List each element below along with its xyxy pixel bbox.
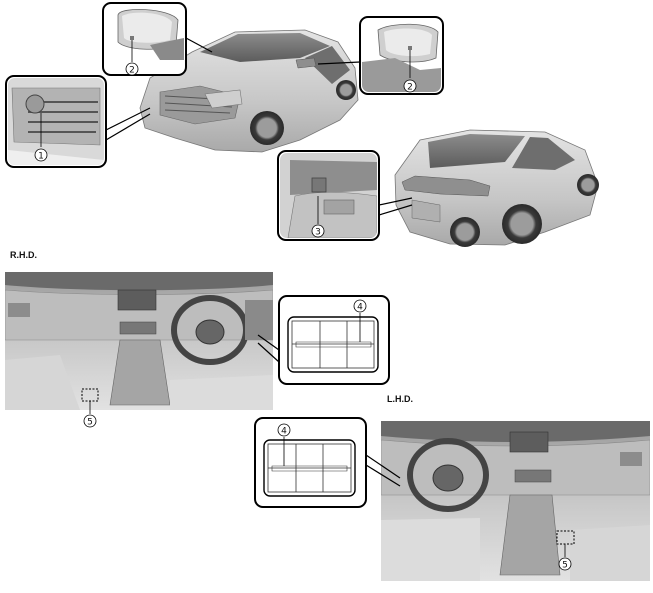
rhd-label: R.H.D. [10,250,37,260]
callout-number-5-rhd: 5 [87,418,93,428]
callout-box-windshield-lhd: 4 [254,417,367,508]
sensor-location-marker [556,530,575,545]
leader-line [105,107,151,131]
leader-line [317,61,361,65]
lhd-label: L.H.D. [387,394,413,404]
leader-line [257,334,280,351]
callout-box-windshield-rhd: 4 [278,295,390,385]
callout-number-2-right: 2 [407,83,413,93]
callout-number-1: 1 [38,152,44,162]
callout-number-4-rhd: 4 [357,303,363,313]
callout-number-5-lhd: 5 [562,561,568,571]
leader-line [378,204,413,216]
callout-box-mirror-left: 2 [102,2,187,76]
rhd-interior-illustration: 5 [5,272,273,428]
leader-line [185,37,213,53]
front-car-illustration [139,29,359,153]
lhd-interior-illustration: 5 [381,421,650,581]
leader-line [365,464,401,487]
callout-box-grille: 1 [5,75,107,168]
leader-line [105,113,151,141]
leader-line [257,342,280,363]
callout-number-4-lhd: 4 [281,427,287,437]
leader-line [365,454,401,479]
leader-line [378,197,413,206]
rear-car-illustration [394,129,599,247]
callout-box-rear-camera: 3 [277,150,380,241]
callout-box-mirror-right: 2 [359,16,444,95]
callout-number-3: 3 [315,228,321,238]
callout-number-2-left: 2 [129,66,135,76]
